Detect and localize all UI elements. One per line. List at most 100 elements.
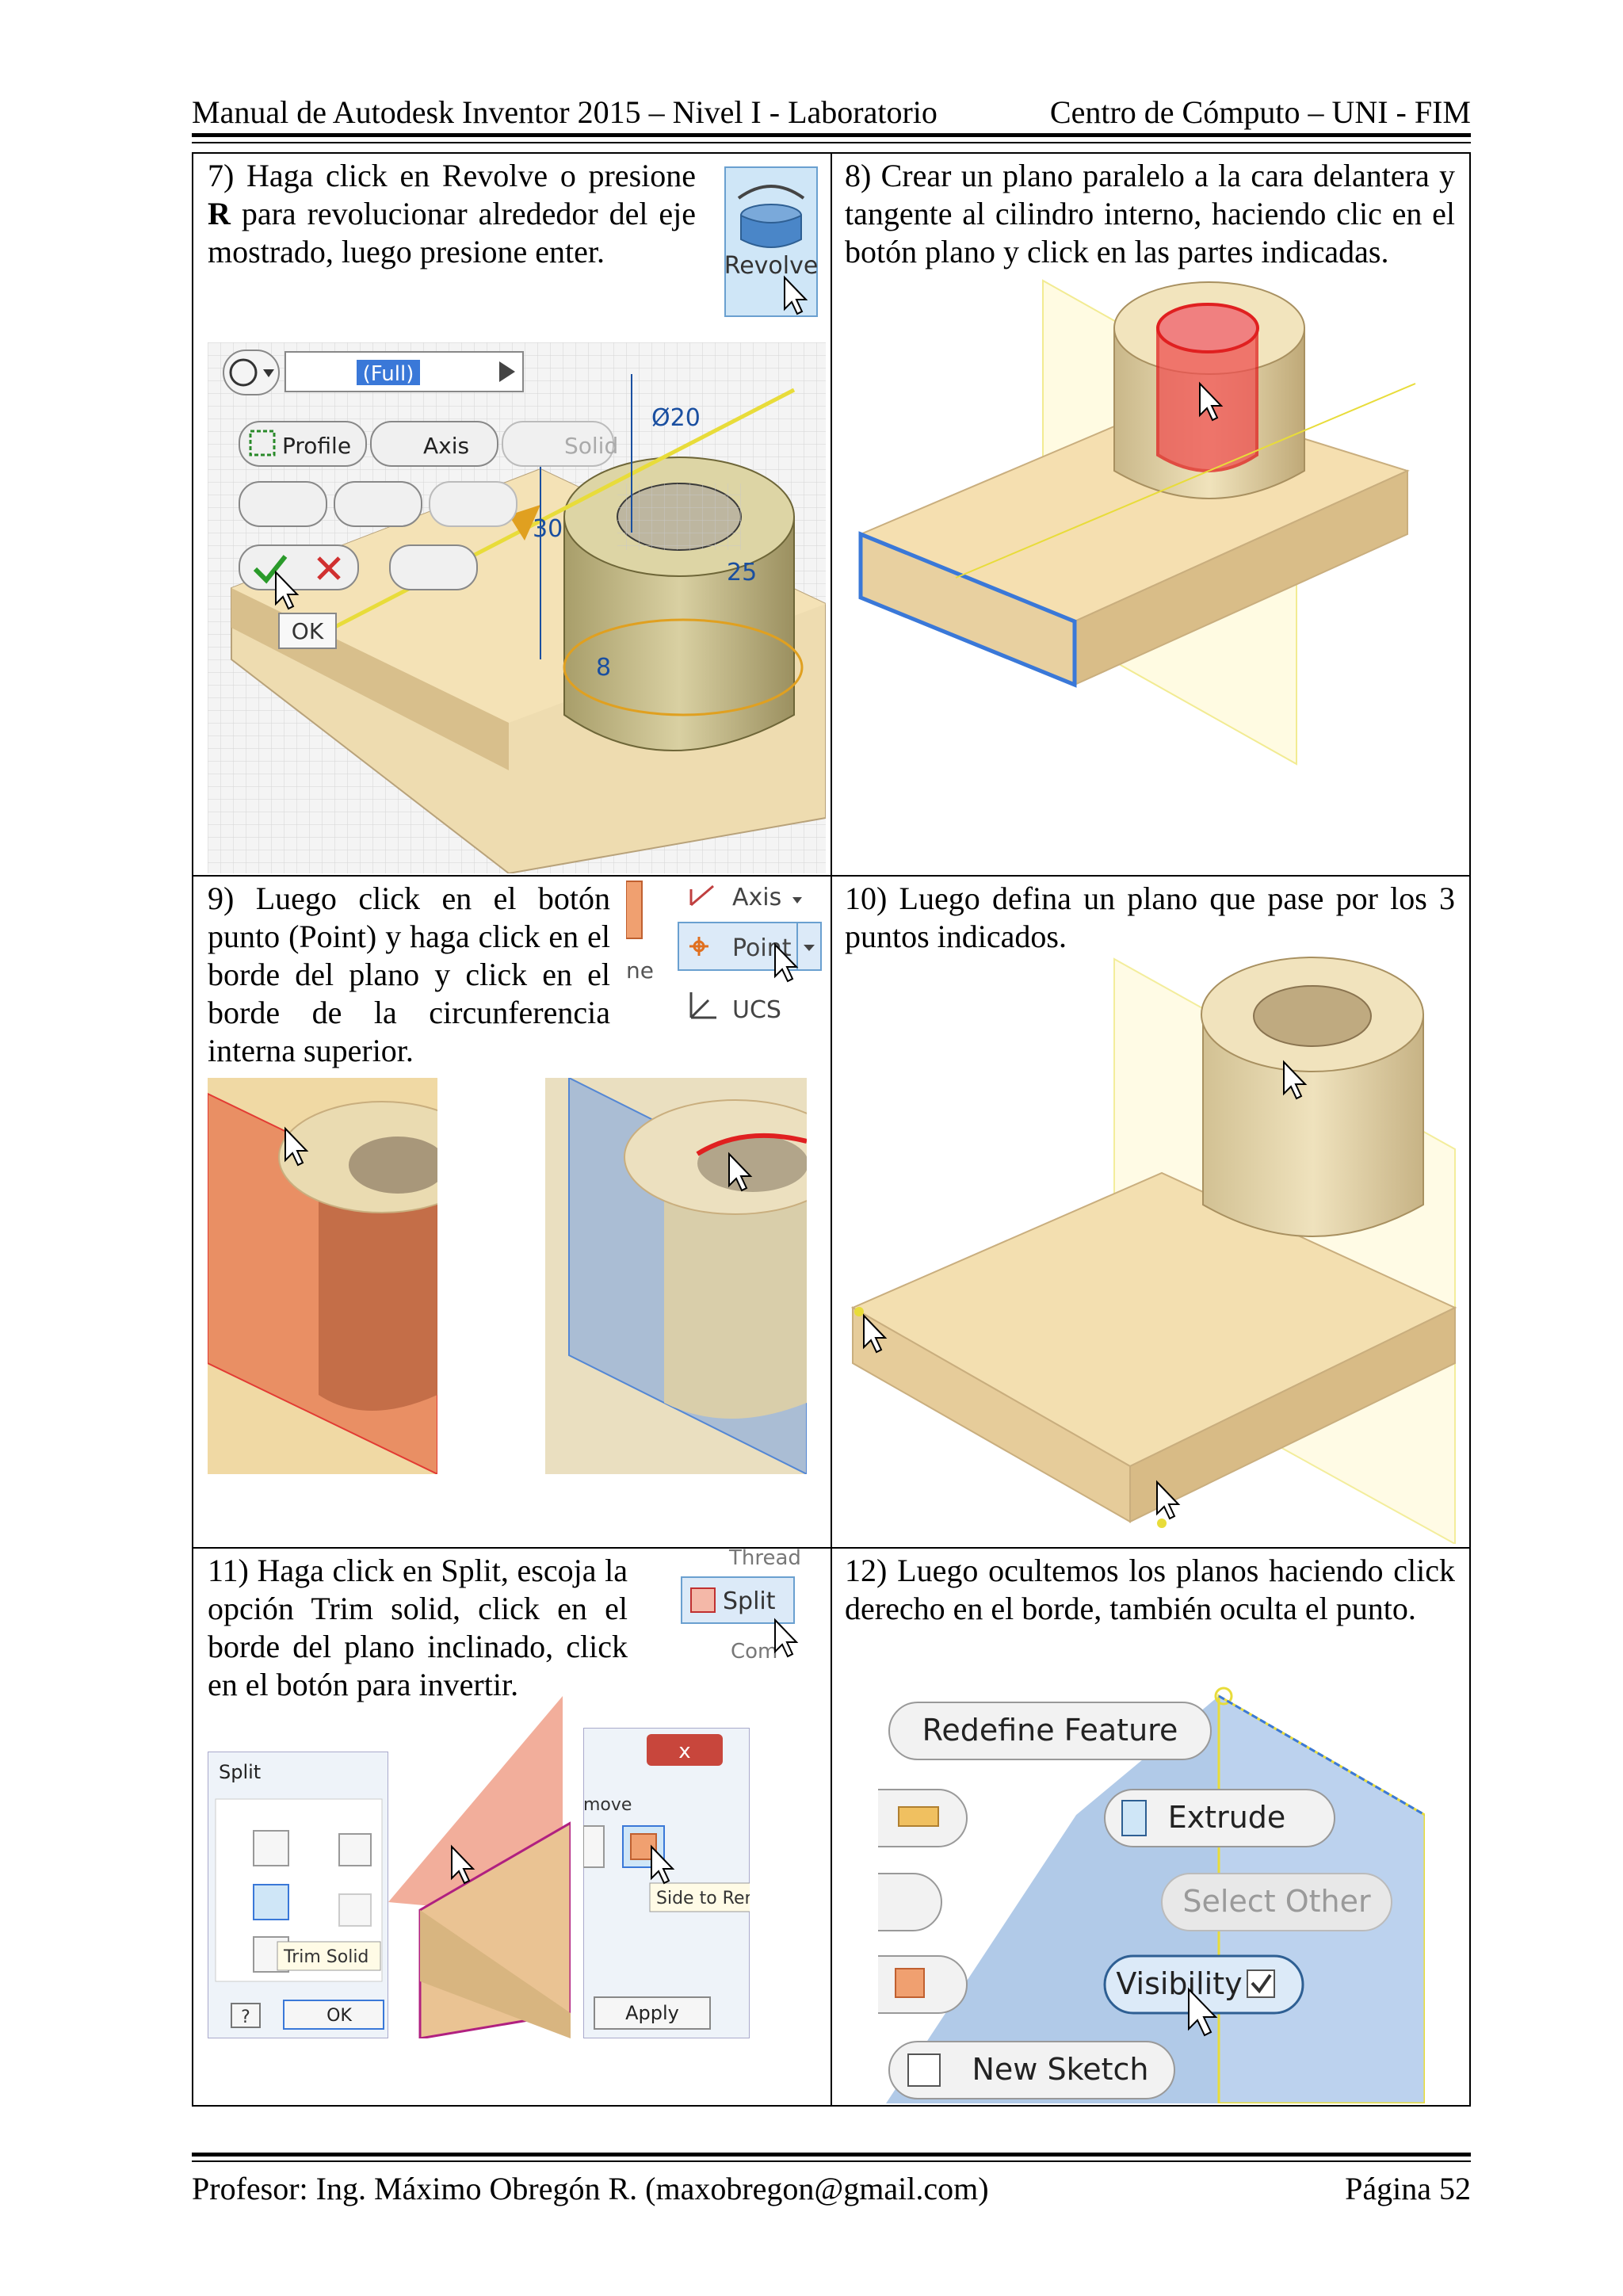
profile-icon: [249, 430, 276, 457]
cursor-icon: [285, 1126, 309, 1167]
trim-solid-tooltip: [277, 1941, 381, 1971]
cursor-icon: [1199, 381, 1224, 422]
copy-item[interactable]: [846, 1955, 968, 2014]
chevron-down-icon: [804, 945, 815, 951]
point-marker: [1214, 1687, 1233, 1706]
dimension-diameter: Ø20: [651, 404, 701, 432]
close-icon: x: [678, 1740, 690, 1763]
select-other-label: Select Other: [1182, 1884, 1371, 1919]
table-right-border: [1469, 152, 1471, 2107]
cursor-icon: [863, 1313, 888, 1354]
header-rule-thick: [192, 133, 1471, 137]
cursor-icon: [728, 1152, 753, 1192]
revolve-button[interactable]: Revolve: [724, 166, 818, 317]
select-tool-button[interactable]: [338, 1833, 372, 1866]
close-button[interactable]: [647, 1734, 723, 1766]
operation-button[interactable]: [334, 481, 422, 527]
axis-ribbon-button[interactable]: Axis: [689, 884, 802, 911]
output-solid-button[interactable]: [239, 481, 327, 527]
ok-tooltip-label: OK: [292, 618, 324, 644]
ucs-ribbon-button[interactable]: UCS: [689, 992, 781, 1024]
step-8-screenshot: [845, 273, 1463, 872]
header-right: Centro de Cómputo – UNI - FIM: [1049, 94, 1471, 130]
revolve-axis: [301, 388, 796, 646]
thread-label: Thread: [728, 1549, 801, 1570]
cursor-icon: [275, 570, 300, 610]
help-label: ?: [241, 2008, 250, 2027]
cylinder: [1202, 1014, 1424, 1237]
redefine-feature-label: Redefine Feature: [922, 1713, 1178, 1748]
dimension-30: 30: [533, 515, 563, 543]
selected-face-edge: [858, 531, 1077, 688]
cursor-icon: [774, 1618, 799, 1658]
check-icon: [1251, 1973, 1272, 1994]
split-icon: [690, 1587, 716, 1613]
step-8-text: 8) Crear un plano paralelo a la cara del…: [845, 158, 1455, 269]
dimension-8: 8: [596, 654, 611, 682]
dialog-ok-button[interactable]: [283, 2000, 384, 2030]
step-9-screenshot-left: [207, 1078, 486, 1476]
axis-label: Axis: [423, 433, 469, 459]
apply-button[interactable]: [594, 1996, 711, 2030]
cancel-icon[interactable]: [317, 556, 341, 580]
footer-right: Página 52: [1345, 2171, 1471, 2206]
split-face-button[interactable]: [253, 1830, 289, 1866]
split-dialog-title: Split: [219, 1761, 261, 1783]
copy-icon: [895, 1968, 925, 1998]
hide-item[interactable]: [846, 1873, 942, 1931]
cursor-icon: [651, 1844, 675, 1885]
sketch-icon: [907, 2053, 941, 2087]
trim-solid-tooltip-label: Trim Solid: [283, 1947, 369, 1967]
revolve-extent-icon: [229, 358, 258, 387]
step-7-text: 7) Haga click en Revolve o presione R pa…: [208, 158, 697, 269]
cursor-icon: [1156, 1480, 1181, 1520]
remove-label: move: [583, 1795, 632, 1815]
revolve-label: Revolve: [724, 252, 818, 280]
visibility-label: Visibility: [1116, 1966, 1242, 2001]
select-other-item[interactable]: Select Other: [1161, 1873, 1392, 1931]
solid-button[interactable]: [502, 421, 614, 467]
new-sketch-label: New Sketch: [972, 2052, 1149, 2087]
point-icon: [689, 937, 708, 956]
shape-button[interactable]: [429, 481, 517, 527]
extrude-label: Extrude: [1168, 1800, 1286, 1835]
chevron-down-icon: [263, 369, 274, 377]
point-marker-2: [1157, 1519, 1167, 1528]
remove-dialog: x move Side to Remove Apply: [582, 1727, 793, 2039]
help-button[interactable]: [231, 2003, 261, 2028]
header-left: Manual de Autodesk Inventor 2015 – Nivel…: [192, 94, 938, 130]
new-sketch-item[interactable]: New Sketch: [888, 2041, 1175, 2099]
trim-solid-button[interactable]: [253, 1884, 289, 1920]
side-button-1[interactable]: [582, 1825, 605, 1868]
cursor-icon: [1283, 1060, 1308, 1100]
dimension-25: 25: [727, 559, 757, 586]
header-rule-thin: [192, 142, 1471, 143]
axis-button[interactable]: [370, 421, 498, 467]
measure-item[interactable]: [846, 1789, 968, 1847]
footer-rule-thick: [192, 2153, 1471, 2157]
ribbon-fragment-ne: ne: [626, 957, 654, 984]
inner-edge-highlight: [696, 1133, 808, 1156]
redefine-feature-item[interactable]: Redefine Feature: [888, 1702, 1212, 1760]
visibility-item[interactable]: Visibility: [1103, 1954, 1304, 2015]
cursor-icon: [1188, 1987, 1218, 2037]
axis-ribbon-label: Axis: [732, 884, 781, 911]
step-11-text: 11) Haga click en Split, escoja la opció…: [208, 1553, 628, 1702]
ok-tooltip: [278, 613, 337, 649]
checkmark-icon[interactable]: [253, 555, 288, 584]
select-tool-button-2[interactable]: [338, 1893, 372, 1927]
play-icon: [499, 361, 515, 382]
extrude-item[interactable]: Extrude: [1104, 1789, 1335, 1847]
cursor-icon: [451, 1844, 475, 1885]
step-9-text: 9) Luego click en el botón punto (Point)…: [208, 881, 611, 1068]
extrude-icon: [1121, 1800, 1147, 1836]
footer-left: Profesor: Ing. Máximo Obregón R. (maxobr…: [192, 2171, 989, 2206]
options-button[interactable]: [389, 544, 478, 590]
step-10-screenshot: [845, 951, 1463, 1545]
ruler-icon: [898, 1806, 939, 1827]
footer-rule-thin: [192, 2160, 1471, 2162]
cursor-icon: [784, 275, 808, 315]
step-7-screenshot: Ø20 30 25 8 (Full) Profile Axis Solid OK: [208, 342, 827, 875]
step-10-text: 10) Luego defina un plano que pase por l…: [845, 881, 1456, 954]
step-9-ribbon: ne Axis Point UCS: [625, 878, 824, 1029]
